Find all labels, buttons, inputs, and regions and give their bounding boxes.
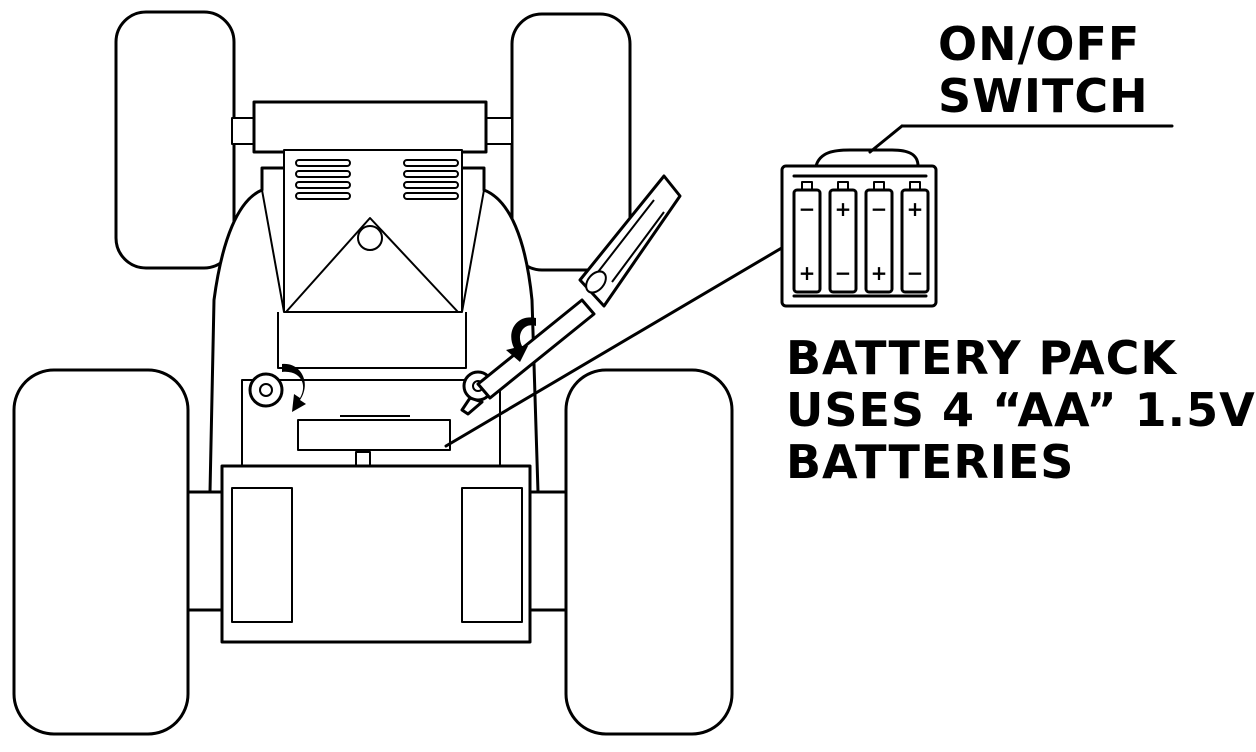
pack-label-line3: BATTERIES [786, 435, 1075, 489]
rc-car-battery-diagram: −++−−++− [12, 10, 1174, 736]
battery-polarity-bottom: + [871, 261, 888, 285]
pack-label-line2: USES 4 “AA” 1.5V [786, 383, 1256, 437]
battery-polarity-bottom: − [907, 261, 924, 285]
aa-battery: +− [828, 181, 858, 294]
battery-polarity-top: + [835, 197, 852, 221]
screwdriver-icon [460, 174, 682, 416]
rear-bumper [252, 100, 488, 154]
rear-left-wheel [114, 10, 236, 270]
rear-axle-left [231, 117, 257, 145]
vent-left [295, 159, 351, 200]
battery-polarity-top: + [907, 197, 924, 221]
on-off-switch-label: ON/OFF SWITCH [938, 18, 1149, 122]
hood-screw [357, 225, 383, 251]
hood-inner [261, 189, 485, 313]
batteries-group: −++−−++− [792, 181, 930, 294]
front-right-panel [461, 487, 523, 623]
battery-polarity-bottom: + [799, 261, 816, 285]
hood-triangle [285, 217, 459, 313]
rotate-arrow-left-icon [282, 363, 306, 412]
rear-axle-right [485, 117, 513, 145]
pack-label-line1: BATTERY PACK [786, 331, 1178, 385]
battery-pack-label: BATTERY PACK USES 4 “AA” 1.5V BATTERIES [786, 332, 1256, 488]
switch-label-line2: SWITCH [938, 69, 1149, 123]
left-screw [248, 372, 284, 408]
rear-right-wheel [510, 12, 632, 272]
aa-battery: −+ [792, 181, 822, 294]
battery-compartment-cover [297, 419, 451, 451]
aa-battery: +− [900, 181, 930, 294]
front-right-wheel [564, 368, 734, 736]
front-left-panel [231, 487, 293, 623]
front-left-wheel [12, 368, 190, 736]
battery-polarity-top: − [799, 197, 816, 221]
compartment-ledge [277, 312, 467, 369]
leader-line-pack [444, 234, 804, 448]
rotate-arrow-right-icon [506, 317, 536, 362]
aa-battery: −+ [864, 181, 894, 294]
vent-right [403, 159, 459, 200]
switch-label-line1: ON/OFF [938, 17, 1141, 71]
leader-line-switch [868, 124, 904, 154]
battery-polarity-bottom: − [835, 261, 852, 285]
battery-polarity-top: − [871, 197, 888, 221]
